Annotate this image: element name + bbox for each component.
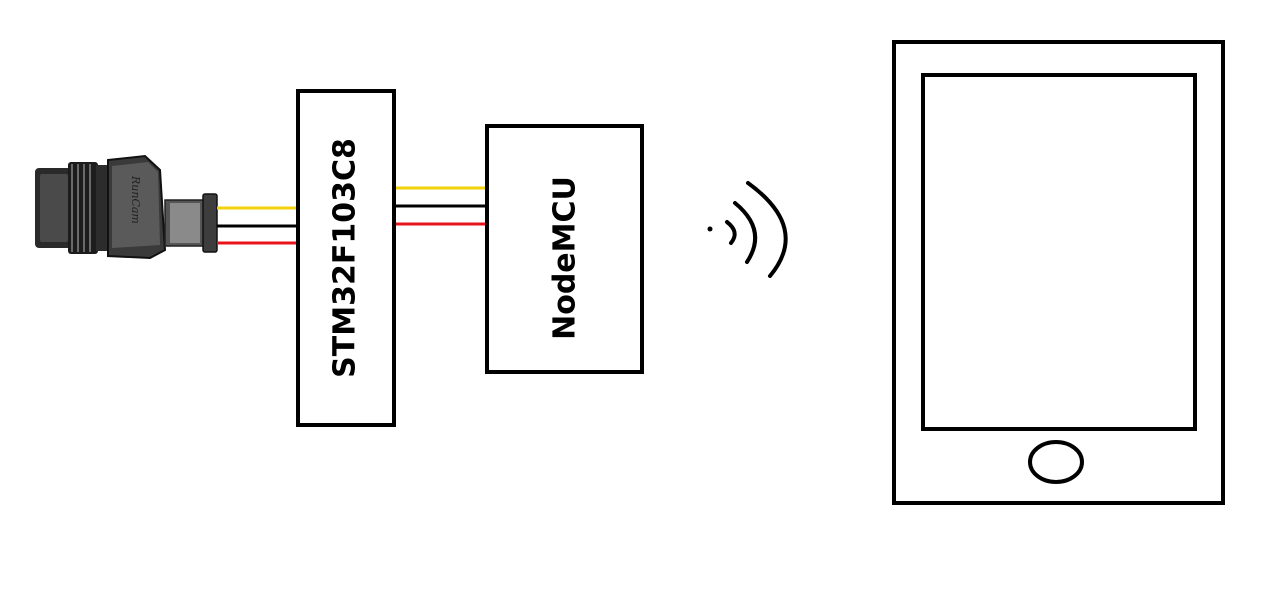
tablet-home-button xyxy=(1028,440,1084,484)
tablet-screen xyxy=(921,73,1197,431)
wifi-signal-icon xyxy=(707,181,788,278)
wire-bundle-mcu-to-wifi xyxy=(396,186,487,226)
wire-bundle-camera-to-mcu xyxy=(217,206,298,245)
tablet-icon xyxy=(892,40,1225,505)
wifi-module-label: NodeMCU xyxy=(548,176,583,340)
wifi-module-block: NodeMCU xyxy=(485,124,644,374)
camera-brand-text: RunCam xyxy=(129,175,142,224)
mcu-label: STM32F103C8 xyxy=(328,138,363,378)
mcu-block: STM32F103C8 xyxy=(296,89,396,427)
camera-icon: RunCam xyxy=(35,154,218,260)
